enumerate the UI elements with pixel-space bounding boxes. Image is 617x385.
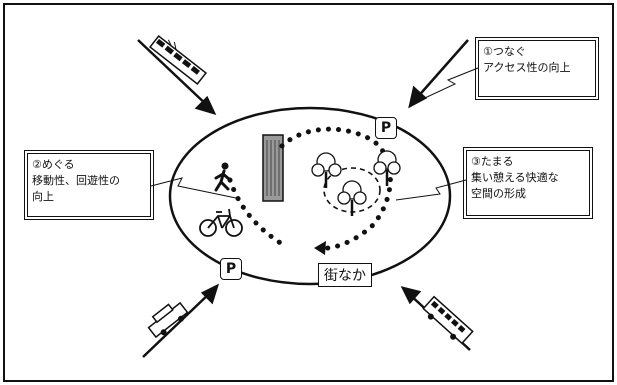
arrowhead-bottom-left xyxy=(203,286,217,302)
callout-circulate-title: ②めぐる xyxy=(32,157,146,173)
parking-sign-icon: P xyxy=(220,258,242,280)
arrowhead-top-left xyxy=(197,98,214,113)
town-area-oval xyxy=(170,108,450,284)
access-arrows xyxy=(138,40,470,357)
callout-connect-title: ①つなぐ xyxy=(483,44,591,60)
path-arrowhead xyxy=(314,241,326,255)
callout-gather-text-2: 空間の形成 xyxy=(471,186,585,202)
leader-gather xyxy=(396,180,466,200)
callout-circulate: ②めぐる 移動性、回遊性の 向上 xyxy=(27,153,151,217)
callout-gather-text-1: 集い憩える快適な xyxy=(471,170,585,186)
bus-icon xyxy=(421,297,473,347)
tree-icon xyxy=(312,153,341,188)
pedestrian-icon xyxy=(216,163,229,191)
callout-gather: ③たまる 集い憩える快適な 空間の形成 xyxy=(466,150,590,216)
callout-connect-text: アクセス性の向上 xyxy=(483,60,591,76)
callout-connect: ①つなぐ アクセス性の向上 xyxy=(478,40,596,97)
arrow-top-right xyxy=(415,40,468,100)
parking-sign-icon: P xyxy=(375,117,397,139)
leader-circulate xyxy=(151,178,236,198)
town-center-label: 街なか xyxy=(318,263,372,287)
callout-circulate-text-2: 向上 xyxy=(32,189,146,205)
callout-circulate-text-1: 移動性、回遊性の xyxy=(32,173,146,189)
callout-gather-title: ③たまる xyxy=(471,154,585,170)
bicycle-icon xyxy=(200,209,242,236)
circulation-path-right xyxy=(282,129,390,248)
